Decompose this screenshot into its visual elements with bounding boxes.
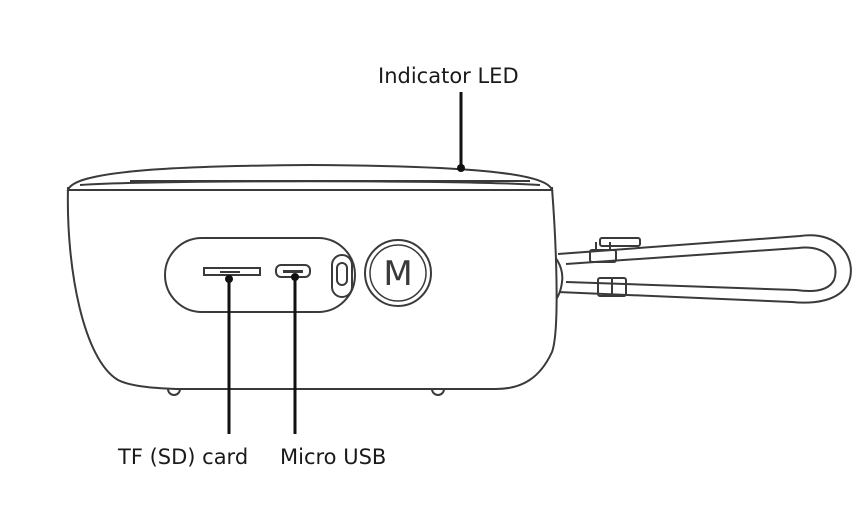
- foot-right: [431, 388, 445, 396]
- leader-dot-micro-usb: [291, 273, 299, 281]
- device-lid: [66, 163, 554, 191]
- mode-button: [364, 239, 432, 307]
- strap: [557, 234, 852, 304]
- label-micro-usb: Micro USB: [280, 445, 387, 469]
- mode-button-letter: M: [383, 254, 412, 294]
- leader-dot-tf-card: [225, 275, 233, 283]
- foot-left: [167, 388, 181, 396]
- label-indicator-led: Indicator LED: [378, 64, 519, 88]
- label-tf-card: TF (SD) card: [118, 445, 249, 469]
- leader-dot-indicator-led: [457, 164, 465, 172]
